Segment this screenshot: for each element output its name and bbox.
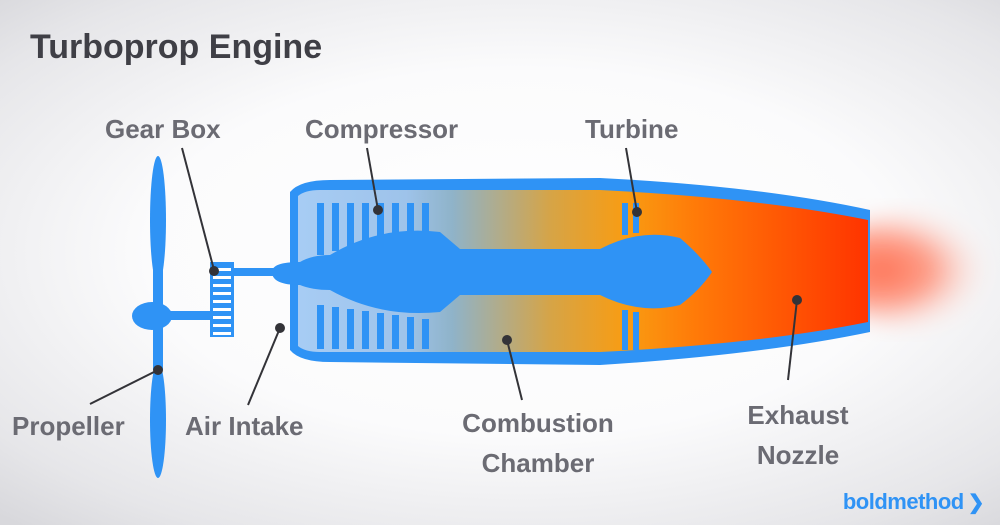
label-air-intake: Air Intake <box>185 411 304 441</box>
gearbox-shaft <box>232 268 277 276</box>
label-gear-box: Gear Box <box>105 114 221 144</box>
label-compressor: Compressor <box>305 114 458 144</box>
turbine-blades <box>622 203 639 350</box>
engine-core-shaft <box>272 230 712 314</box>
propeller <box>132 156 172 478</box>
label-nozzle: Nozzle <box>757 440 839 470</box>
label-exhaust: Exhaust <box>747 400 848 430</box>
compressor-blades <box>317 203 429 349</box>
brand-logo[interactable]: boldmethod❯ <box>842 489 985 515</box>
label-turbine: Turbine <box>585 114 678 144</box>
label-chamber: Chamber <box>482 448 595 478</box>
label-combustion: Combustion <box>462 408 614 438</box>
propeller-shaft <box>160 311 212 320</box>
brand-name: boldmethod <box>842 489 964 514</box>
chevron-right-icon: ❯ <box>967 492 985 514</box>
label-propeller: Propeller <box>12 411 125 441</box>
leader-lines <box>89 147 802 406</box>
page-title: Turboprop Engine <box>30 28 322 66</box>
